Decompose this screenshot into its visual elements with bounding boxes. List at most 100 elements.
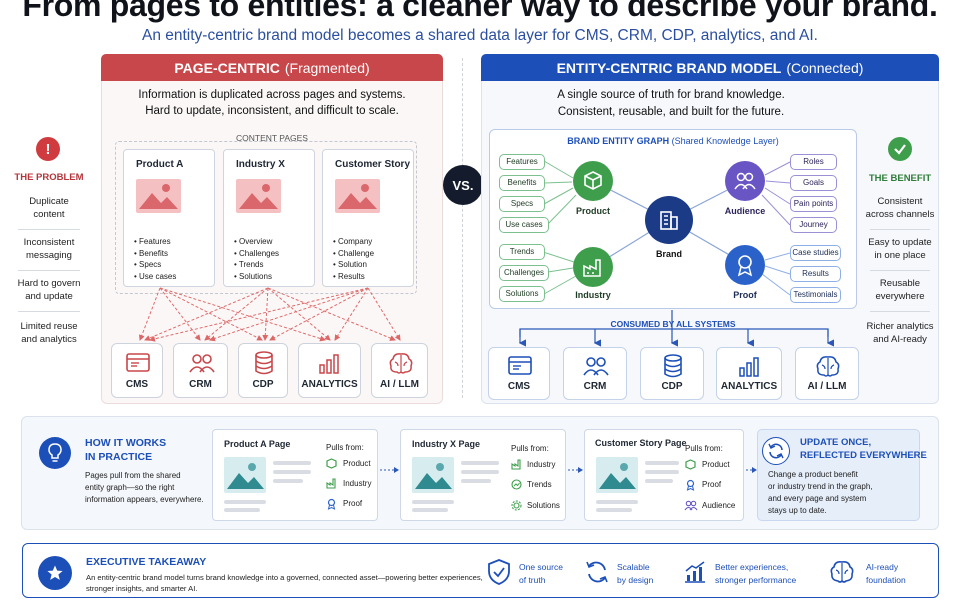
takeaway-point: of truth (519, 575, 546, 585)
brand-node-label: Brand (655, 249, 682, 259)
update-heading: UPDATE ONCE, (800, 437, 872, 448)
factory-icon (583, 259, 601, 277)
pulls-from-label: Pulls from: (511, 444, 549, 453)
takeaway-point: stronger performance (715, 575, 797, 585)
product-attribute: Benefits (499, 175, 545, 191)
content-page-card: Product A Features Benefits Specs Use ca… (123, 149, 215, 287)
practice-page-card: Industry X Page Pulls from: Industry Tre… (400, 429, 566, 521)
audience-attribute: Goals (790, 175, 837, 191)
divider (18, 270, 80, 271)
audience-node-label: Audience (724, 206, 766, 216)
content-page-item: Company (333, 236, 374, 248)
problem-item: messaging (26, 250, 72, 261)
content-pages-frame (115, 141, 417, 294)
system-ai-llm: AI / LLM (371, 343, 428, 398)
star-icon (38, 556, 72, 590)
takeaway-point: AI-ready (866, 562, 899, 572)
divider (18, 311, 80, 312)
benefit-item: Easy to update (868, 237, 932, 248)
cube-icon (685, 459, 696, 470)
system-label: CMS (507, 381, 531, 392)
entity-centric-header-note: (Connected) (786, 59, 864, 76)
takeaway-desc: stronger insights, and smarter AI. (86, 584, 198, 593)
how-desc: Pages pull from the shared (85, 471, 181, 480)
content-page-item: Overview (234, 236, 279, 248)
pull-source: Proof (343, 499, 363, 508)
benefit-item: across channels (865, 209, 935, 220)
award-icon (327, 498, 336, 510)
benefit-item: and AI-ready (873, 334, 927, 345)
users-icon (189, 354, 215, 373)
divider (870, 311, 930, 312)
practice-page-card: Product A Page Pulls from: Product Indus… (212, 429, 378, 521)
system-crm: CRM (173, 343, 228, 398)
content-page-title: Industry X (236, 159, 285, 170)
system-label: ANALYTICS (301, 379, 358, 390)
system-ai-llm: AI / LLM (795, 347, 859, 400)
system-analytics: ANALYTICS (716, 347, 782, 400)
divider (870, 229, 930, 230)
alert-icon: ! (36, 137, 60, 161)
industry-attribute: Solutions (499, 286, 545, 302)
shield-check-icon (488, 559, 510, 585)
proof-attribute: Case studies (790, 245, 841, 261)
page-centric-header-main: PAGE-CENTRIC (174, 59, 280, 76)
problem-item: content (33, 209, 65, 220)
product-attribute: Specs (499, 196, 545, 212)
graph-title-main: BRAND ENTITY GRAPH (567, 136, 670, 146)
system-label: CMS (125, 379, 149, 390)
page-centric-desc-1: Information is duplicated across pages a… (138, 89, 406, 101)
system-cms: CMS (111, 343, 163, 398)
update-desc: or industry trend in the graph, (768, 482, 873, 491)
benefit-item: Consistent (877, 196, 923, 207)
bar-chart-icon (739, 357, 759, 377)
content-page-item: Trends (234, 259, 279, 271)
brain-icon (389, 353, 413, 374)
bar-chart-icon (319, 354, 339, 374)
consumed-label: CONSUMED BY ALL SYSTEMS (610, 319, 736, 329)
how-heading: HOW IT WORKS (85, 437, 167, 449)
content-page-title: Customer Story (335, 159, 411, 170)
divider (870, 270, 930, 271)
problem-item: Duplicate (29, 196, 69, 207)
content-page-item: Challenge (333, 248, 374, 260)
entity-centric-desc-2: Consistent, reusable, and built for the … (557, 106, 785, 118)
takeaway-point: Better experiences, (715, 562, 789, 572)
page-subtitle: An entity-centric brand model becomes a … (142, 27, 818, 44)
product-attribute: Features (499, 154, 545, 170)
product-attribute: Use cases (499, 217, 549, 233)
takeaway-point: One source (519, 562, 563, 572)
cube-icon (326, 458, 337, 469)
refresh-icon (762, 437, 790, 465)
content-page-item: Results (333, 271, 374, 283)
product-node (573, 161, 613, 201)
update-desc: stays up to date. (768, 506, 827, 515)
product-node-label: Product (575, 206, 610, 216)
content-page-item: Challenges (234, 248, 279, 260)
divider (18, 229, 80, 230)
graph-title-note: (Shared Knowledge Layer) (671, 136, 779, 146)
system-cdp: CDP (238, 343, 288, 398)
problem-heading: THE PROBLEM (14, 172, 84, 183)
trend-icon (511, 479, 522, 490)
image-placeholder-icon (412, 457, 454, 493)
pulls-from-label: Pulls from: (326, 443, 364, 452)
practice-page-title: Product A Page (224, 439, 291, 449)
system-label: AI / LLM (380, 379, 419, 390)
brand-node (645, 196, 693, 244)
how-desc: information appears, everywhere. (85, 495, 204, 504)
image-placeholder-icon (236, 179, 281, 213)
takeaway-point: by design (617, 575, 654, 585)
content-page-item: Use cases (134, 271, 176, 283)
takeaway-desc: An entity-centric brand model turns bran… (86, 573, 483, 582)
entity-centric-header-main: ENTITY-CENTRIC BRAND MODEL (556, 59, 782, 76)
content-page-item: Features (134, 236, 176, 248)
users-icon (583, 357, 609, 376)
content-page-card: Industry X Overview Challenges Trends So… (223, 149, 315, 287)
content-page-card: Customer Story Company Challenge Solutio… (322, 149, 414, 287)
building-icon (660, 211, 678, 230)
system-label: CDP (661, 381, 683, 392)
practice-page-title: Customer Story Page (595, 438, 687, 448)
factory-icon (326, 478, 336, 489)
